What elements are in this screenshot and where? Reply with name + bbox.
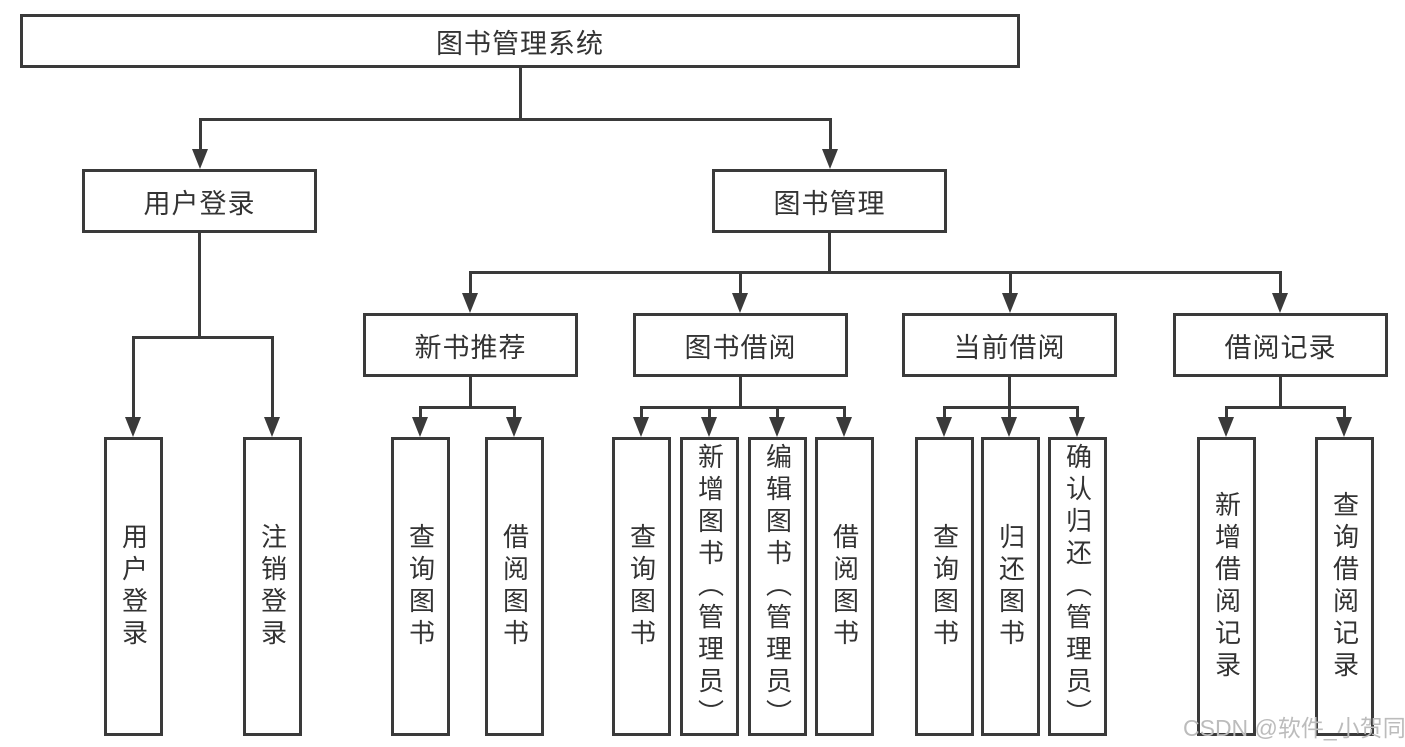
node-user-login: 用户登录 [82, 169, 317, 233]
edge-level2-bar [199, 118, 832, 121]
node-new-book-recommend: 新书推荐 [363, 313, 578, 377]
arrow-down-icon [1218, 417, 1234, 437]
arrow-down-icon [822, 149, 838, 169]
arrow-down-icon [769, 417, 785, 437]
edge-current-borrow-shaft [1009, 271, 1012, 295]
edge-current-borrow-stub [1008, 377, 1011, 409]
edge-current-borrow-bar [943, 406, 1079, 409]
edge-new-books-bar [419, 406, 516, 409]
node-book-borrowing-label: 图书借阅 [684, 332, 797, 363]
leaf-return-books-label: 归还图书 [995, 522, 1026, 651]
edge-leaf-shaft [1008, 406, 1011, 420]
edge-user-login-stub [198, 233, 201, 339]
edge-leaf-shaft [1076, 406, 1079, 420]
edge-leaf-shaft [776, 406, 779, 420]
edge-leaf-shaft [132, 336, 135, 420]
arrow-down-icon [1001, 417, 1017, 437]
leaf-return-books: 归还图书 [981, 437, 1040, 736]
edge-book-borrow-bar [640, 406, 846, 409]
leaf-logout: 注销登录 [243, 437, 302, 736]
edge-borrow-records-stub [1279, 377, 1282, 409]
leaf-query-borrow-record: 查询借阅记录 [1315, 437, 1374, 736]
leaf-borrow-books-2: 借阅图书 [815, 437, 874, 736]
edge-root-stub [519, 68, 522, 120]
leaf-logout-label: 注销登录 [257, 522, 288, 651]
leaf-add-borrow-record: 新增借阅记录 [1197, 437, 1256, 736]
edge-leaf-shaft [513, 406, 516, 420]
arrow-down-icon [412, 417, 428, 437]
leaf-query-books-1: 查询图书 [391, 437, 450, 736]
edge-level3-bar [469, 271, 1281, 274]
node-current-borrowing-label: 当前借阅 [953, 332, 1066, 363]
leaf-query-books-3-label: 查询图书 [929, 522, 960, 651]
edge-borrow-records-bar [1225, 406, 1346, 409]
leaf-query-books-3: 查询图书 [915, 437, 974, 736]
arrow-down-icon [936, 417, 952, 437]
arrow-down-icon [125, 417, 141, 437]
leaf-edit-books-admin: 编辑图书（管理员） [748, 437, 807, 736]
edge-leaf-shaft [843, 406, 846, 420]
node-user-login-label: 用户登录 [143, 188, 256, 219]
arrow-down-icon [506, 417, 522, 437]
arrow-down-icon [701, 417, 717, 437]
leaf-add-borrow-record-label: 新增借阅记录 [1211, 490, 1242, 683]
node-book-management: 图书管理 [712, 169, 947, 233]
arrow-down-icon [633, 417, 649, 437]
edge-borrow-records-shaft [1279, 271, 1282, 295]
edge-leaf-shaft [1225, 406, 1228, 420]
node-borrowing-records: 借阅记录 [1173, 313, 1388, 377]
arrow-down-icon [462, 293, 478, 313]
node-root-library-system: 图书管理系统 [20, 14, 1020, 68]
edge-leaf-shaft [419, 406, 422, 420]
leaf-borrow-books-1-label: 借阅图书 [499, 522, 530, 651]
arrow-down-icon [1336, 417, 1352, 437]
edge-book-mgmt-shaft [829, 118, 832, 151]
leaf-add-books-admin-label: 新增图书（管理员） [694, 442, 725, 731]
leaf-add-books-admin: 新增图书（管理员） [680, 437, 739, 736]
leaf-confirm-return-admin-label: 确认归还（管理员） [1062, 442, 1093, 731]
leaf-edit-books-admin-label: 编辑图书（管理员） [762, 442, 793, 731]
leaf-query-books-2: 查询图书 [612, 437, 671, 736]
leaf-borrow-books-2-label: 借阅图书 [829, 522, 860, 651]
leaf-user-login: 用户登录 [104, 437, 163, 736]
edge-new-books-stub [469, 377, 472, 409]
edge-leaf-shaft [271, 336, 274, 420]
arrow-down-icon [1069, 417, 1085, 437]
edge-leaf-shaft [943, 406, 946, 420]
leaf-query-books-2-label: 查询图书 [626, 522, 657, 651]
node-book-borrowing: 图书借阅 [633, 313, 848, 377]
arrow-down-icon [192, 149, 208, 169]
node-new-book-recommend-label: 新书推荐 [414, 332, 527, 363]
edge-book-borrow-stub [739, 377, 742, 409]
arrow-down-icon [836, 417, 852, 437]
edge-book-mgmt-stub [828, 233, 831, 274]
node-root-label: 图书管理系统 [436, 28, 604, 59]
edge-leaf-shaft [640, 406, 643, 420]
edge-user-login-bar [132, 336, 274, 339]
leaf-query-books-1-label: 查询图书 [405, 522, 436, 651]
leaf-query-borrow-record-label: 查询借阅记录 [1329, 490, 1360, 683]
edge-user-login-shaft [199, 118, 202, 151]
edge-leaf-shaft [708, 406, 711, 420]
leaf-borrow-books-1: 借阅图书 [485, 437, 544, 736]
arrow-down-icon [1272, 293, 1288, 313]
arrow-down-icon [1002, 293, 1018, 313]
leaf-user-login-label: 用户登录 [118, 522, 149, 651]
node-book-management-label: 图书管理 [773, 188, 886, 219]
leaf-confirm-return-admin: 确认归还（管理员） [1048, 437, 1107, 736]
node-borrowing-records-label: 借阅记录 [1224, 332, 1337, 363]
arrow-down-icon [732, 293, 748, 313]
csdn-watermark: CSDN @软件_小贺同学 [1183, 715, 1405, 741]
node-current-borrowing: 当前借阅 [902, 313, 1117, 377]
edge-new-books-shaft [469, 271, 472, 295]
edge-leaf-shaft [1343, 406, 1346, 420]
arrow-down-icon [264, 417, 280, 437]
edge-book-borrow-shaft [739, 271, 742, 295]
